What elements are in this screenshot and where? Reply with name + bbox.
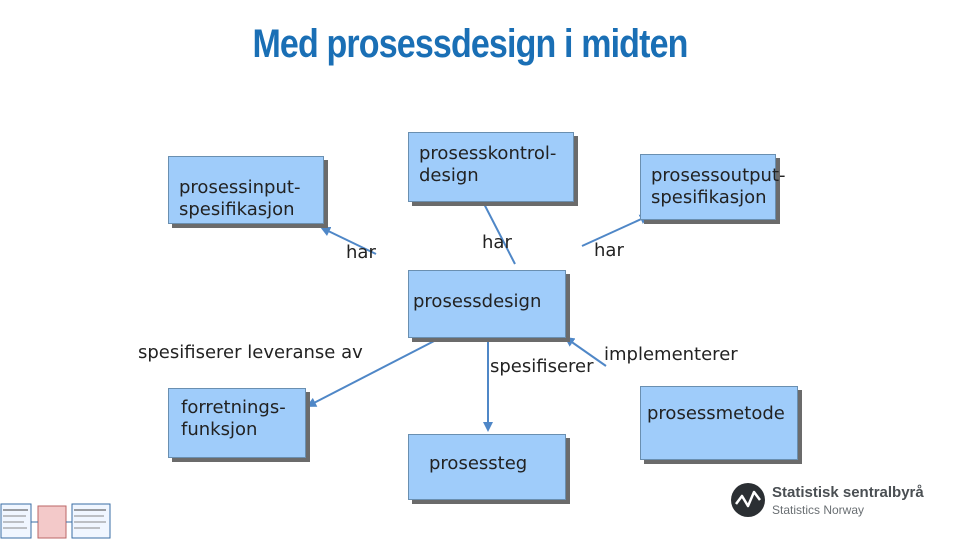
- label-specifies-delivery: spesifiserer leveranse av: [138, 342, 363, 363]
- mini-diagram-thumbnail: [0, 503, 111, 539]
- process-control-design-box: prosesskontrol- design: [408, 132, 574, 202]
- slide-title: Med prosessdesign i midten: [252, 22, 688, 66]
- label-specifies: spesifiserer: [490, 356, 594, 377]
- ssb-logo: Statistisk sentralbyrå Statistics Norway: [728, 480, 928, 524]
- process-input-spec-box: prosessinput- spesifikasjon: [168, 156, 324, 224]
- arrow-har-input: [320, 226, 377, 255]
- label-har-center: har: [482, 232, 512, 253]
- arrow-delivery: [306, 337, 441, 407]
- process-output-spec-box: prosessoutput- spesifikasjon: [640, 154, 786, 220]
- logo-name: Statistisk sentralbyrå: [772, 484, 924, 501]
- logo-subtitle: Statistics Norway: [772, 503, 865, 517]
- process-method-box: prosessmetode: [640, 386, 798, 460]
- label-har-left: har: [346, 242, 376, 263]
- process-design-box: prosessdesign: [408, 270, 566, 338]
- process-step-box: prosessteg: [408, 434, 566, 500]
- ssb-logo-icon: [731, 483, 765, 517]
- arrow-har-control: [479, 194, 516, 265]
- business-function-box: forretnings- funksjon: [168, 388, 306, 458]
- arrow-har-output: [581, 214, 650, 247]
- label-har-right: har: [594, 240, 624, 261]
- label-implements: implementerer: [604, 344, 738, 365]
- arrow-implements: [564, 336, 607, 367]
